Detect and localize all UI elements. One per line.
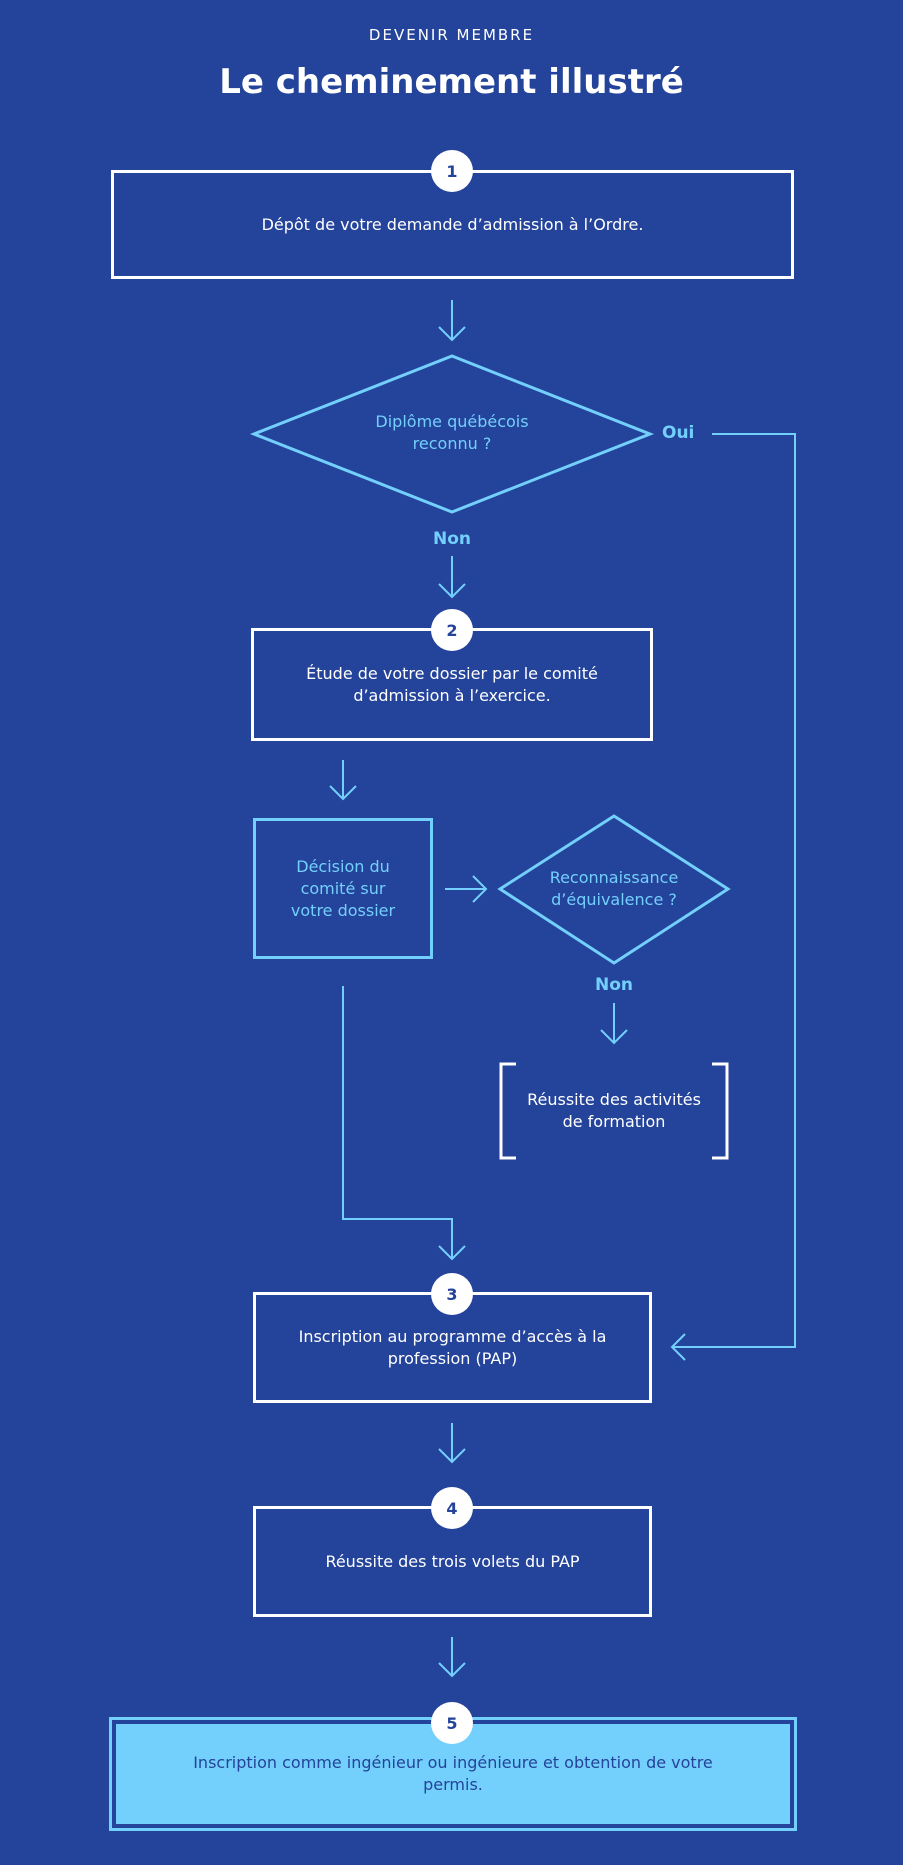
arrow-down-icon [438, 300, 466, 342]
diamond-shape-equivalence [497, 814, 731, 965]
step-2-text: Étude de votre dossier par le comité d’a… [306, 663, 598, 705]
training-bracket [499, 1062, 729, 1160]
yes-path-line [672, 433, 796, 1348]
arrow-down-icon [329, 760, 357, 801]
no-label: Non [432, 529, 471, 549]
arrow-down-icon [438, 1423, 466, 1464]
arrow-right-icon [445, 875, 488, 903]
eyebrow-label: DEVENIR MEMBRE [368, 26, 535, 44]
arrow-down-icon [600, 1003, 628, 1045]
step-4-badge: 4 [431, 1487, 473, 1529]
diploma-question: Diplôme québécois reconnu ? [375, 412, 529, 453]
arrow-down-icon [438, 556, 466, 599]
step-5-text: Inscription comme ingénieur ou ingénieur… [193, 1753, 713, 1794]
step-3-badge: 3 [431, 1273, 473, 1315]
step-5-badge: 5 [431, 1702, 473, 1744]
arrow-down-icon [438, 1245, 466, 1261]
step-4-text: Réussite des trois volets du PAP [325, 1551, 580, 1571]
page-title: Le cheminement illustré [219, 62, 684, 102]
equivalence-question: Reconnaissance d’équivalence ? [549, 868, 679, 909]
step-2-badge: 2 [431, 609, 473, 651]
equivalence-no-label: Non [594, 975, 633, 995]
committee-decision-text: Décision du comité sur votre dossier [290, 856, 396, 920]
training-text: Réussite des activités de formation [527, 1090, 701, 1131]
step-1-text: Dépôt de votre demande d’admission à l’O… [261, 214, 644, 234]
arrow-down-icon [438, 1637, 466, 1678]
diamond-shape-diploma [249, 354, 655, 514]
committee-decision-box: Décision du comité sur votre dossier [253, 818, 433, 959]
arrow-left-icon [670, 1333, 686, 1361]
step-1-badge: 1 [431, 150, 473, 192]
yes-label: Oui [662, 423, 695, 443]
step-3-text: Inscription au programme d’accès à la pr… [298, 1326, 607, 1368]
committee-to-step3-line [342, 986, 453, 1259]
